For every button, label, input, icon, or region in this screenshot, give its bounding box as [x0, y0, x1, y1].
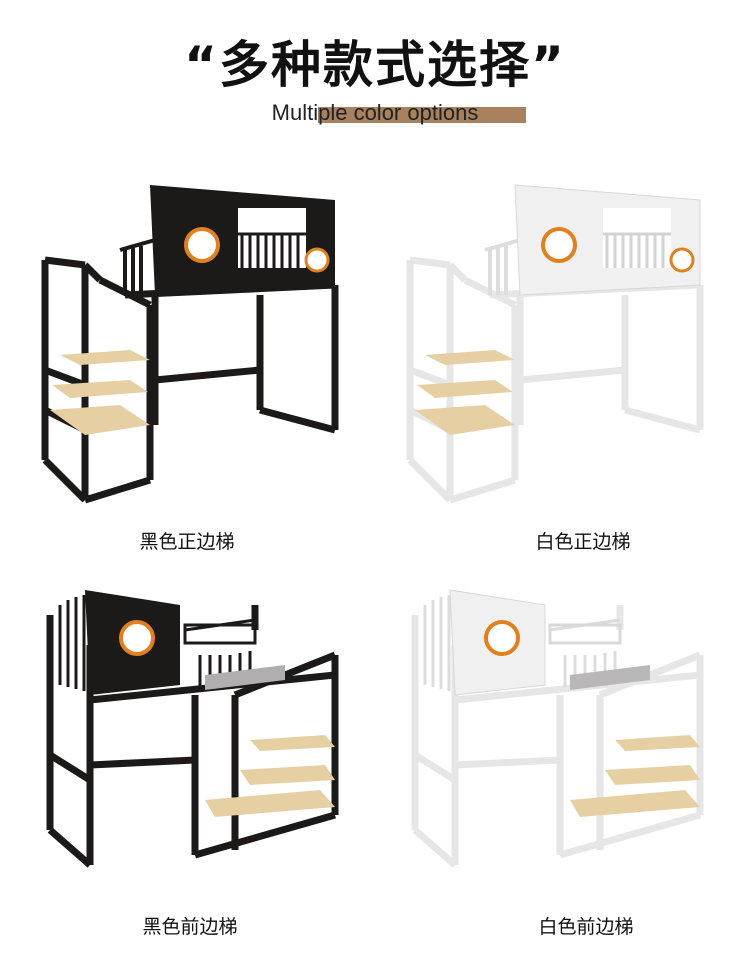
- product-black-side-stairs[interactable]: [30, 170, 360, 510]
- loft-bed-white-side-image: [406, 184, 704, 504]
- product-white-side-stairs[interactable]: [395, 170, 725, 510]
- header: “多种款式选择”: [0, 30, 750, 123]
- caption-black-front-stairs: 黑色前边梯: [142, 916, 238, 938]
- loft-bed-black-side-image: [41, 185, 339, 504]
- page-title: “多种款式选择”: [184, 36, 566, 94]
- caption-white-front-stairs: 白色前边梯: [538, 916, 634, 938]
- loft-bed-white-front-image: [411, 589, 704, 868]
- title-accent-bar: [318, 107, 526, 123]
- caption-white-side-stairs: 白色正边梯: [535, 531, 631, 553]
- page-subtitle: Multiple color options: [271, 100, 479, 125]
- caption-black-side-stairs: 黑色正边梯: [139, 531, 235, 553]
- product-white-front-stairs[interactable]: [400, 575, 720, 905]
- loft-bed-black-front-image: [46, 590, 339, 868]
- product-black-front-stairs[interactable]: [35, 575, 355, 905]
